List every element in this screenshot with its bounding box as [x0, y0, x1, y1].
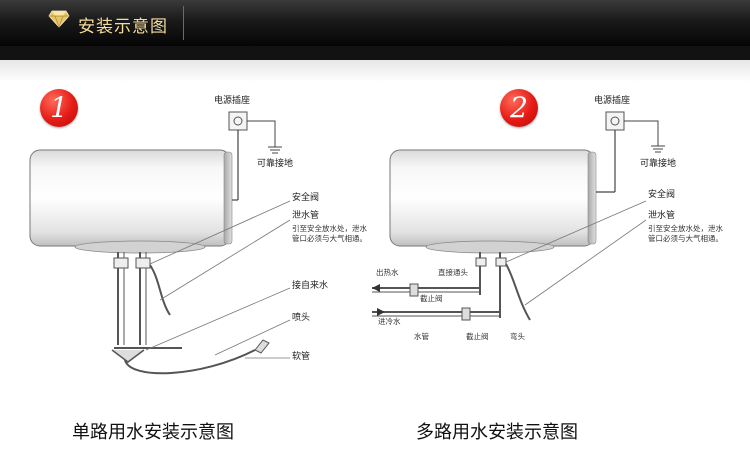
diagram-multi-drawing [372, 111, 665, 321]
label-hot-out: 出热水 [376, 268, 399, 277]
label-drain-note-2a: 引至安全放水处，泄水 [648, 224, 723, 233]
section-header: 安装示意图 [0, 0, 750, 46]
label-cold-in: 进冷水 [378, 317, 401, 326]
power-socket-1 [228, 111, 282, 201]
label-power-socket-1: 电源插座 [214, 96, 251, 106]
label-safety-valve-1: 安全阀 [292, 193, 320, 203]
label-power-socket-2: 电源插座 [594, 96, 631, 106]
label-hose-1: 软管 [292, 352, 311, 362]
diagram-number-1: 1 [40, 89, 78, 127]
diagram-single-drawing [29, 111, 291, 375]
label-cold-water-1: 接自来水 [292, 281, 329, 291]
leader-lines-2 [505, 200, 647, 306]
label-stop-valve-2: 截止阀 [466, 332, 489, 341]
pipes-1 [111, 252, 270, 375]
diamond-icon [48, 10, 70, 32]
leader-lines-1 [145, 200, 291, 359]
label-direct-fitting: 直接通头 [438, 268, 468, 277]
caption-multi: 多路用水安装示意图 [416, 422, 578, 443]
label-ground-1: 可靠接地 [257, 159, 294, 169]
label-drain-note-2b: 管口必须与大气相通。 [648, 234, 723, 243]
label-drain-note-1a: 引至安全放水处，泄水 [292, 224, 367, 233]
pipes-2 [372, 252, 531, 321]
water-heater-tank-2 [389, 149, 597, 254]
label-ground-2: 可靠接地 [640, 159, 677, 169]
label-stop-valve-1: 截止阀 [420, 294, 443, 303]
caption-single: 单路用水安装示意图 [72, 422, 234, 443]
label-shower-head-1: 喷头 [292, 313, 311, 323]
diagram-number-2: 2 [500, 89, 538, 127]
flow-arrows-2 [372, 284, 385, 316]
header-band [0, 46, 750, 60]
label-drain-pipe-1: 泄水管 [292, 211, 320, 221]
label-water-pipe: 水管 [414, 332, 429, 341]
label-drain-pipe-2: 泄水管 [648, 211, 676, 221]
header-divider [183, 6, 184, 40]
content-shade [0, 60, 750, 82]
power-socket-2 [596, 111, 665, 193]
label-drain-note-1b: 管口必须与大气相通。 [292, 234, 367, 243]
label-safety-valve-2: 安全阀 [648, 190, 676, 200]
label-elbow: 弯头 [510, 332, 525, 341]
header-title: 安装示意图 [78, 17, 168, 37]
